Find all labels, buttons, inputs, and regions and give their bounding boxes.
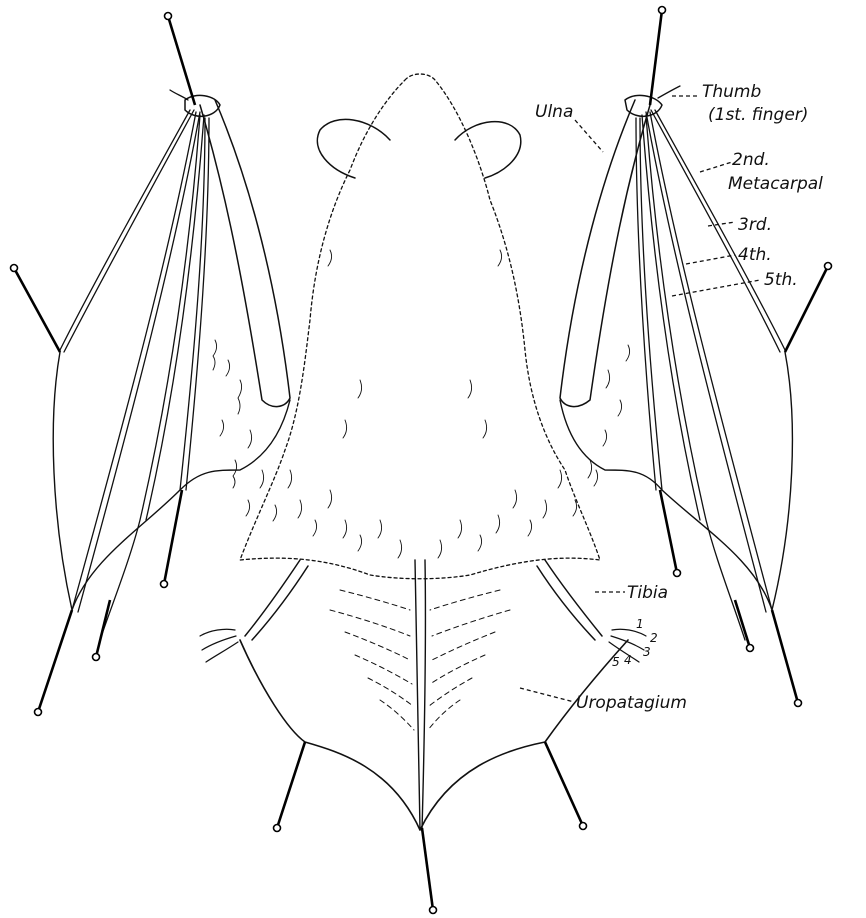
pin-uropatagium-left: [277, 742, 305, 828]
leader-uropatagium: [520, 688, 574, 702]
pin-right-digit4: [735, 600, 750, 648]
pin-head: [825, 263, 832, 270]
label-thumb-sub: (1st. finger): [708, 105, 808, 125]
uropatagium-membrane: [240, 640, 628, 830]
bat-body: [213, 74, 630, 579]
label-toe-2: 2: [650, 631, 658, 645]
label-uropatagium: Uropatagium: [576, 693, 687, 713]
uropatagium-ribs: [330, 590, 510, 730]
leader-lines: [520, 96, 760, 702]
left-forearm: [200, 100, 290, 407]
pin-head: [795, 700, 802, 707]
labels: Thumb (1st. finger) Ulna 2nd. Metacarpal…: [535, 82, 823, 713]
label-toe-4: 4: [624, 653, 632, 667]
pin-head: [35, 709, 42, 716]
label-fourth: 4th.: [738, 245, 772, 265]
pin-head: [674, 570, 681, 577]
leader-fourth: [686, 255, 735, 264]
pin-uropatagium-right: [545, 742, 583, 826]
pin-head: [93, 654, 100, 661]
pin-left-digit4: [96, 600, 110, 657]
pin-tail: [422, 828, 433, 910]
left-foot: [200, 629, 238, 662]
label-toe-1: 1: [636, 617, 644, 631]
label-metacarpal: Metacarpal: [728, 174, 823, 194]
right-wing: [537, 86, 792, 662]
pin-head: [165, 13, 172, 20]
label-thumb: Thumb: [702, 82, 761, 102]
left-ear: [317, 119, 390, 178]
label-ulna: Ulna: [535, 102, 573, 122]
pin-right-digit3: [772, 610, 798, 703]
label-second: 2nd.: [732, 150, 770, 170]
label-tibia: Tibia: [627, 583, 668, 603]
left-digit-4: [100, 115, 204, 640]
left-digit-3: [72, 112, 200, 612]
pin-right-wrist: [650, 10, 662, 105]
specimen-pins: [11, 7, 832, 914]
pin-head: [161, 581, 168, 588]
label-toe-5: 5: [612, 655, 620, 669]
left-wing: [53, 90, 308, 662]
pin-head: [580, 823, 587, 830]
pin-right-digit5: [660, 490, 677, 573]
pin-head: [659, 7, 666, 14]
pin-head: [430, 907, 437, 914]
pin-head: [11, 265, 18, 272]
fur-texture: [213, 250, 630, 558]
leader-second: [700, 162, 732, 172]
right-hindlimb: [537, 560, 602, 640]
left-thumb: [170, 90, 188, 100]
right-thumb: [658, 86, 680, 98]
pin-head: [747, 645, 754, 652]
pin-left-digit3: [38, 610, 72, 712]
label-toe-3: 3: [643, 645, 651, 659]
label-third: 3rd.: [738, 215, 772, 235]
tail: [415, 560, 425, 830]
left-hindlimb: [245, 560, 308, 640]
pin-head: [274, 825, 281, 832]
label-fifth: 5th.: [764, 270, 798, 290]
left-digit-2: [60, 110, 194, 352]
pin-left-digit2: [14, 268, 60, 352]
leader-ulna: [575, 120, 603, 152]
pin-left-digit5: [164, 490, 182, 584]
